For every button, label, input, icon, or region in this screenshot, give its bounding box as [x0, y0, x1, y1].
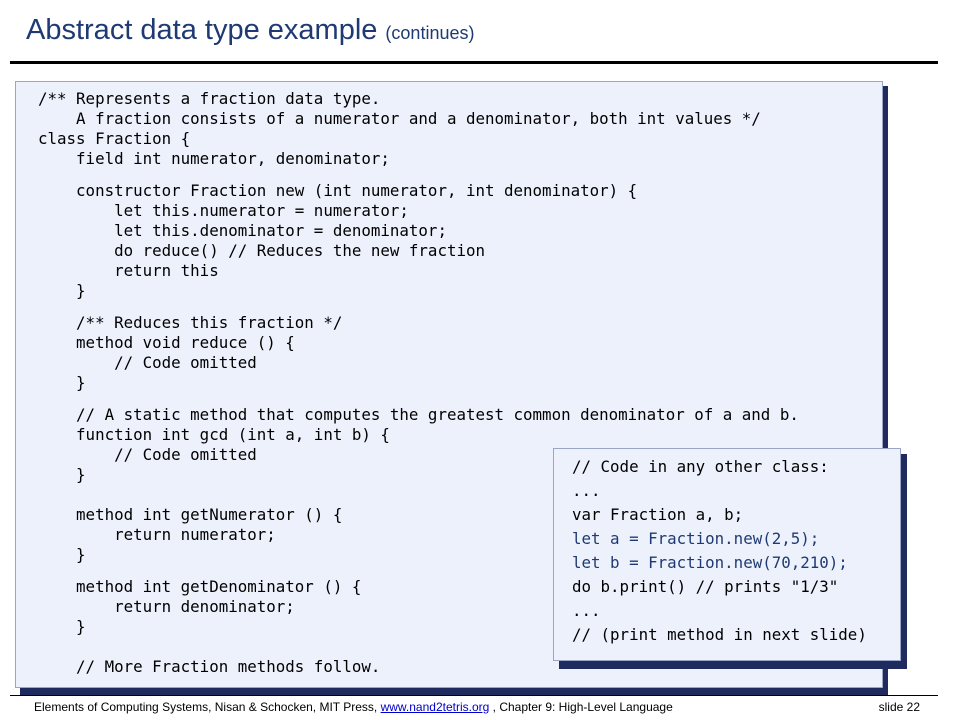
code-line: } — [38, 465, 86, 484]
footer-divider — [10, 695, 938, 696]
code-line: method void reduce () { — [38, 333, 295, 352]
code-line: } — [38, 617, 86, 636]
title-divider — [10, 61, 938, 64]
side-code-panel: // Code in any other class: ... var Frac… — [553, 448, 901, 661]
code-line: // More Fraction methods follow. — [38, 657, 381, 676]
footer-link[interactable]: www.nand2tetris.org — [380, 700, 490, 714]
side-code-line: // (print method in next slide) — [572, 625, 867, 644]
code-line: // Code omitted — [38, 445, 257, 464]
code-line: let this.denominator = denominator; — [38, 221, 447, 240]
code-line: return denominator; — [38, 597, 295, 616]
code-line: method int getNumerator () { — [38, 505, 343, 524]
slide-title: Abstract data type example (continues) — [26, 14, 474, 47]
code-line: /** Represents a fraction data type. — [38, 89, 381, 108]
code-line: /** Reduces this fraction */ — [38, 313, 343, 332]
title-main: Abstract data type example — [26, 14, 378, 46]
code-line: A fraction consists of a numerator and a… — [38, 109, 761, 128]
code-line: constructor Fraction new (int numerator,… — [38, 181, 638, 200]
slide-number: slide 22 — [878, 700, 920, 714]
code-line: } — [38, 373, 86, 392]
code-line: do reduce() // Reduces the new fraction — [38, 241, 485, 260]
code-line: return numerator; — [38, 525, 276, 544]
side-code-line: ... — [572, 601, 601, 620]
title-subtitle: (continues) — [385, 23, 475, 43]
code-line: class Fraction { — [38, 129, 191, 148]
code-line: let this.numerator = numerator; — [38, 201, 409, 220]
footer-citation: Elements of Computing Systems, Nisan & S… — [34, 700, 673, 714]
code-line: field int numerator, denominator; — [38, 149, 390, 168]
main-code-panel: /** Represents a fraction data type. A f… — [15, 81, 883, 688]
code-line: // Code omitted — [38, 353, 257, 372]
footer-prefix: Elements of Computing Systems, Nisan & S… — [34, 700, 381, 714]
code-line: method int getDenominator () { — [38, 577, 362, 596]
code-line: return this — [38, 261, 219, 280]
code-line: } — [38, 281, 86, 300]
code-line: function int gcd (int a, int b) { — [38, 425, 390, 444]
code-line: } — [38, 545, 86, 564]
side-code-line: do b.print() // prints "1/3" — [572, 577, 839, 596]
side-code-line: let b = Fraction.new(70,210); — [572, 553, 848, 572]
side-code-line: let a = Fraction.new(2,5); — [572, 529, 820, 548]
side-code-line: ... — [572, 481, 601, 500]
footer-suffix: , Chapter 9: High-Level Language — [489, 700, 673, 714]
side-code-line: var Fraction a, b; — [572, 505, 744, 524]
code-line: // A static method that computes the gre… — [38, 405, 799, 424]
side-code-line: // Code in any other class: — [572, 457, 829, 476]
